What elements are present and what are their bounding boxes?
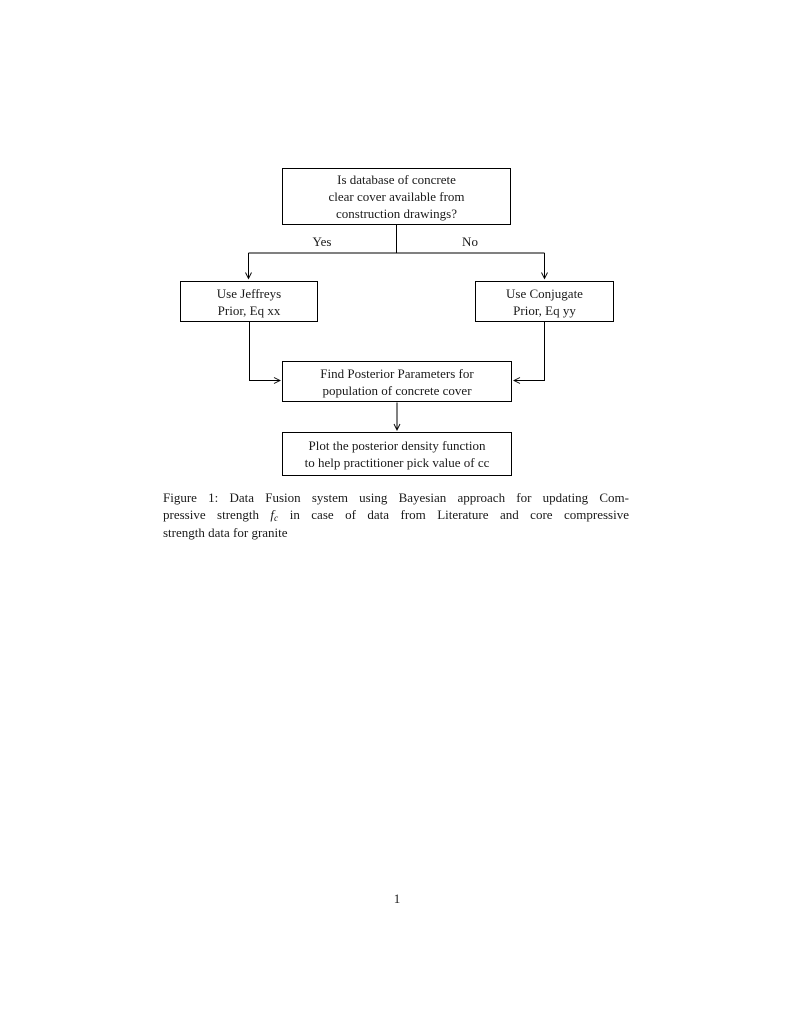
box-text-line: Find Posterior Parameters for	[320, 365, 474, 381]
box-text-line: construction drawings?	[336, 206, 457, 221]
caption-line-2-before-math: pressive strength	[163, 507, 271, 523]
box-text-line: Use Conjugate	[506, 285, 583, 301]
connector-left-to-middle-arrow	[249, 321, 282, 384]
box-text-line: Is database of concrete	[337, 172, 456, 187]
box-text-line: Prior, Eq yy	[513, 302, 576, 318]
figure-caption: Figure 1: Data Fusion system using Bayes…	[163, 489, 629, 541]
flowchart-box-posterior-parameters: Find Posterior Parameters for population…	[282, 361, 512, 402]
caption-math-subscript: c	[274, 514, 279, 525]
flowchart-box-jeffreys-prior: Use Jeffreys Prior, Eq xx	[180, 281, 318, 322]
connector-right-to-middle-arrow	[512, 321, 545, 384]
caption-line-2-after-math: in case of data from Literature and core…	[278, 507, 629, 523]
flowchart-box-plot-density: Plot the posterior density function to h…	[282, 432, 512, 476]
flowchart-box-conjugate-prior: Use Conjugate Prior, Eq yy	[475, 281, 614, 322]
box-text-line: clear cover available from	[328, 189, 465, 204]
caption-math-symbol: f	[270, 507, 275, 523]
box-text-line: to help practitioner pick value of cc	[304, 455, 490, 470]
flowchart-box-question: Is database of concrete clear cover avai…	[282, 168, 511, 225]
box-text-line: population of concrete cover	[322, 382, 472, 398]
page-number: 1	[393, 891, 401, 906]
caption-line-3: strength data for granite	[163, 524, 288, 540]
box-text-line: Plot the posterior density function	[308, 438, 486, 453]
box-text-line: Use Jeffreys	[216, 285, 282, 301]
connector-top-branch	[248, 225, 545, 254]
caption-line-1: Figure 1: Data Fusion system using Bayes…	[163, 490, 629, 505]
caption-line-2: pressive strength fc in case of data fro…	[163, 506, 629, 525]
edge-label-no: No	[462, 234, 478, 249]
edge-label-yes: Yes	[312, 234, 332, 249]
box-text-line: Prior, Eq xx	[217, 302, 281, 318]
